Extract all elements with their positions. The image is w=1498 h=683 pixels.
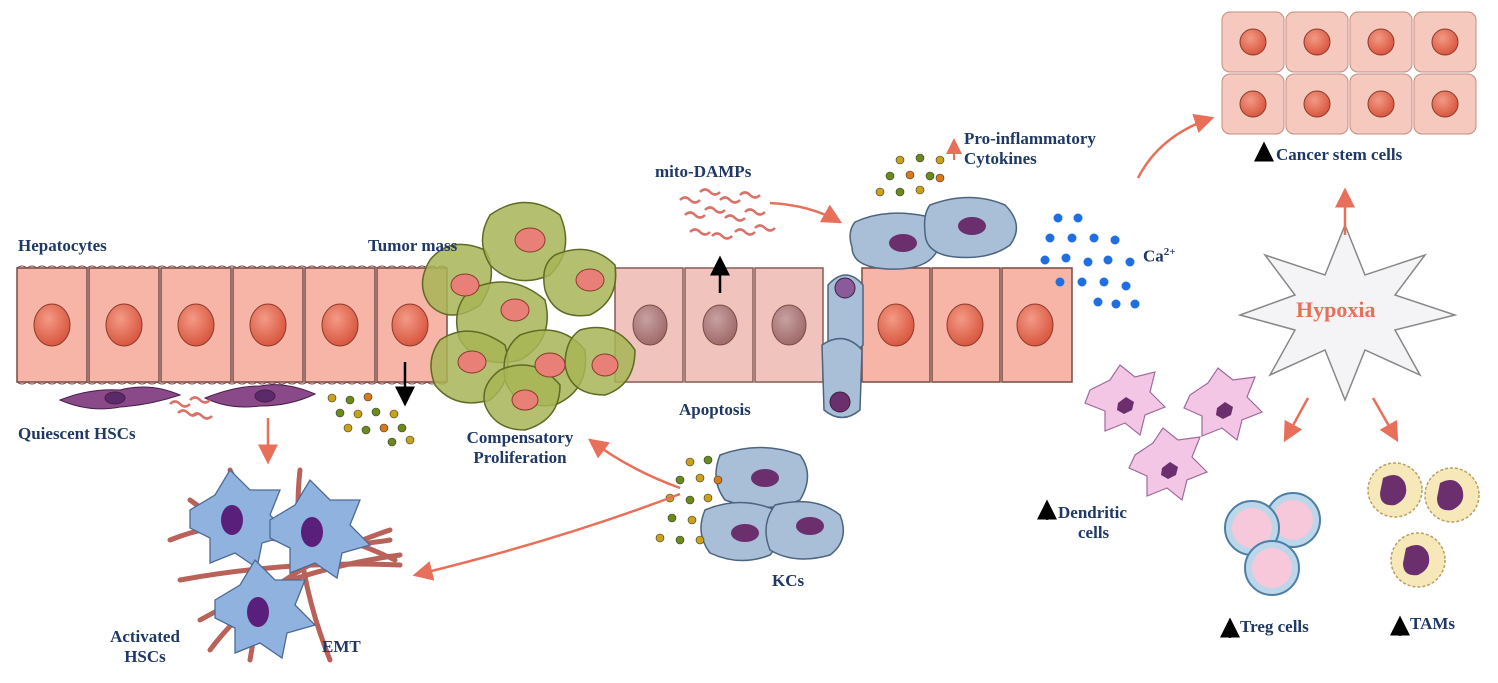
cytokine-dots-left xyxy=(327,392,415,447)
mito-damps-squiggles xyxy=(679,188,776,240)
label-compensatory: Compensatory xyxy=(466,428,574,447)
label-tams: TAMs xyxy=(1410,614,1456,633)
calcium-ion-icons xyxy=(1040,213,1140,309)
hepatocyte-row-right xyxy=(861,267,1073,383)
tumor-nuclei xyxy=(450,227,619,411)
up-arrow-icons xyxy=(946,138,1410,638)
calcium-text: Ca xyxy=(1143,246,1164,266)
label-hscs: HSCs xyxy=(124,647,166,666)
label-hepatocytes: Hepatocytes xyxy=(18,236,107,255)
kc-nucleus xyxy=(889,234,917,252)
kc-nucleus xyxy=(796,517,824,535)
label-treg-cells: Treg cells xyxy=(1240,617,1309,636)
label-mito-damps: mito-DAMPs xyxy=(655,162,752,181)
kupffer-cells-bottom xyxy=(700,446,845,562)
label-tumor-mass: Tumor mass xyxy=(368,236,458,255)
label-proliferation: Proliferation xyxy=(473,448,567,467)
label-cancer-stem-cells: Cancer stem cells xyxy=(1276,145,1403,164)
label-kcs: KCs xyxy=(772,571,805,590)
cancer-stem-cells-icon xyxy=(1221,11,1477,135)
dendritic-cell-icon xyxy=(1084,364,1264,502)
label-emt: EMT xyxy=(322,637,361,656)
activated-hsc-nuclei xyxy=(221,505,323,627)
calcium-superscript: 2+ xyxy=(1163,246,1176,258)
label-quiescent-hscs: Quiescent HSCs xyxy=(18,424,136,443)
arrows-black xyxy=(395,255,730,407)
starburst-icon xyxy=(1237,222,1458,403)
label-activated: Activated xyxy=(110,627,180,646)
arrows-red xyxy=(258,113,1399,581)
endothelial-cell-icon xyxy=(821,274,864,419)
treg-cell-icon xyxy=(1224,492,1321,596)
cytokine-dots-top xyxy=(875,153,945,197)
label-dendritic: Dendritic xyxy=(1058,503,1127,522)
kc-nucleus xyxy=(731,524,759,542)
hepatocyte-row-left xyxy=(16,265,448,385)
dendritic-nuclei xyxy=(1117,397,1233,479)
label-calcium: Ca2+ xyxy=(1143,242,1176,267)
label-hypoxia: Hypoxia xyxy=(1296,297,1376,322)
quiescent-hsc-icon xyxy=(58,384,317,410)
kupffer-cells-top xyxy=(849,196,1018,270)
label-cytokines: Cytokines xyxy=(964,149,1037,168)
tam-cell-icon xyxy=(1367,462,1480,588)
apoptotic-hepatocytes xyxy=(614,267,824,383)
label-pro-inflammatory: Pro-inflammatory xyxy=(964,129,1096,148)
label-dendritic-cells: cells xyxy=(1078,523,1110,542)
kc-nucleus xyxy=(958,217,986,235)
kc-nucleus xyxy=(751,469,779,487)
mito-damps-squiggles-left xyxy=(169,396,213,420)
label-apoptosis: Apoptosis xyxy=(679,400,751,419)
